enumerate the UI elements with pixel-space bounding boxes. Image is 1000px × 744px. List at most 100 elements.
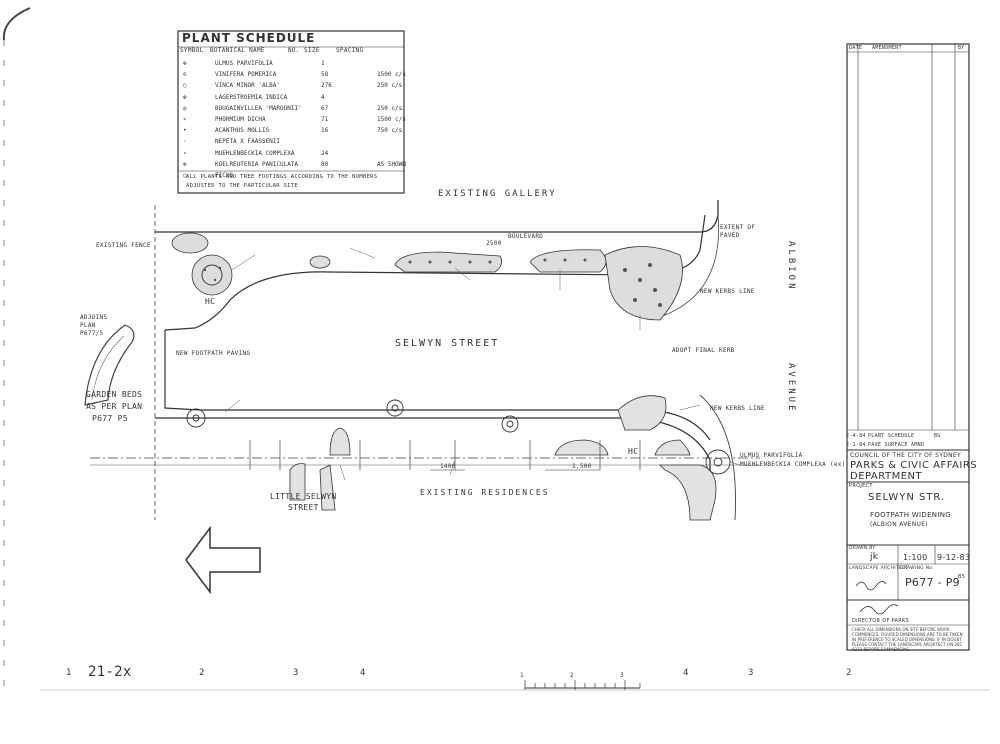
label-selwyn-street: SELWYN STREET [395,338,500,349]
label-adjoins-plan: PLAN [80,322,96,329]
schedule-spacing [374,92,430,103]
label-existing-residences: EXISTING RESIDENCES [420,488,550,497]
schedule-row: ○FICUS [180,170,430,181]
plant-schedule-frame [177,30,405,194]
schedule-symbol-icon: ⊕ [183,60,187,68]
schedule-size [346,114,374,125]
schedule-symbol-icon: ∗ [183,116,187,124]
schedule-header-symbol: SYMBOL [180,47,204,54]
label-muehlen: MUEHLENBECKIA COMPLEXA (ex) [740,461,846,468]
schedule-size [346,80,374,91]
schedule-quantity: 276 [321,82,332,90]
label-little-selwyn: LITTLE SELWYN [270,492,337,501]
scale-mark-1: 21-2x [88,664,132,680]
schedule-spacing: 750 c/s [377,127,403,135]
label-footpath-note-1: EXTENT OF [720,224,756,231]
label-little-selwyn-street: STREET [288,503,319,512]
schedule-symbol-icon: ∘ [183,149,187,157]
scale-mark-7: 3 [620,672,624,679]
schedule-size [346,159,374,170]
schedule-symbol-icon: ○ [183,82,187,90]
schedule-title: PLANT SCHEDULE [182,31,316,45]
amend-row-by: BG [934,433,941,439]
schedule-botanical-name: NEPETA X FAASSENII [215,138,281,146]
schedule-spacing: 1500 c/s [377,71,406,79]
schedule-size [346,69,374,80]
department-line-2: DEPARTMENT [850,471,923,482]
label-adjoins-ref: P677/5 [80,330,104,337]
drawing-scale: 1:100 [903,553,928,562]
scale-mark-9: 3 [748,668,754,678]
amend-row-date: 2-4-84 [846,433,866,439]
label-garden-beds-3: P677 P5 [92,414,128,423]
schedule-quantity: 24 [321,149,329,157]
scale-mark-0: 1 [66,668,72,678]
schedule-botanical-name: ULMUS PARVIFOLIA [215,60,273,68]
label-garden-beds-1: GARDEN BEDS [86,390,143,399]
drawing-number-label: DRAWING No [900,566,933,571]
director-label: DIRECTOR OF PARKS [852,618,910,624]
schedule-spacing [374,136,430,147]
label-boulevard: BOULEVARD [508,233,544,240]
schedule-spacing [374,148,430,159]
label-new-kerbs-1: NEW KERBS LINE [700,288,755,295]
drawn-by-label: DRAWN BY [849,546,876,551]
schedule-symbol-icon: ○ [183,171,187,179]
schedule-quantity: 58 [321,71,329,79]
schedule-quantity: 1 [321,60,325,68]
schedule-quantity: 67 [321,104,329,112]
title-block-note: CHECK ALL DIMENSIONS ON SITE BEFORE WORK… [852,627,963,652]
amend-row-text: PLANT SCHEDULE [868,433,915,439]
schedule-spacing: 250 c/s [377,82,403,90]
scale-mark-5: 1 [520,672,524,679]
schedule-size [346,125,374,136]
scale-mark-3: 3 [293,668,299,678]
schedule-quantity: 80 [321,160,329,168]
label-ulmus: ULMUS PARVIFOLIA [740,452,803,459]
label-footpath-note-2: PAVED [720,232,740,239]
schedule-botanical-name: VINIFERA POMERICA [215,71,277,79]
schedule-size [346,92,374,103]
council-name: COUNCIL OF THE CITY OF SYDNEY [850,452,961,459]
amend-col-date: DATE [849,45,863,51]
drawing-revision: B5 [958,574,966,580]
schedule-quantity: 16 [321,127,329,135]
label-albion: ALBION [786,241,796,292]
schedule-row: ⊕ ULMUS PARVIFOLIA 1 [180,58,430,69]
label-new-kerbs-2: NEW KERBS LINE [710,405,765,412]
schedule-size [346,103,374,114]
scale-mark-4: 4 [360,668,366,678]
schedule-botanical-name: PHORMIUM DICHA [215,116,266,124]
schedule-symbol-icon: ⊛ [183,93,187,101]
title-block-frame [846,43,970,651]
amend-row2-text: PAVE SURFACE AMND [868,442,925,448]
label-dim-1500: 1,500 [572,463,592,470]
schedule-symbol-icon: ◎ [183,104,187,112]
label-dim-2500: 2500 [486,240,502,247]
direction-arrow [185,525,261,595]
schedule-spacing: 1500 c/s [377,116,406,124]
schedule-symbol-icon: ◦ [183,138,187,146]
schedule-header-no: NO. [288,47,300,54]
label-hc-1: HC [205,297,216,306]
schedule-row: ∗ PHORMIUM DICHA 71 1500 c/s [180,114,430,125]
amend-row2-date: 2-1-84 [846,442,866,448]
scale-mark-6: 2 [570,672,574,679]
scale-mark-10: 2 [846,668,852,678]
schedule-quantity [318,136,346,147]
schedule-symbol-icon: ⊚ [183,160,187,168]
schedule-quantity: 71 [321,116,329,124]
label-hc-2: HC [628,447,639,456]
label-existing-gallery: EXISTING GALLERY [438,189,557,199]
label-dim-1400: 1400 [440,463,456,470]
scale-mark-2: 2 [199,668,205,678]
schedule-header-size: SIZE [304,47,320,54]
department-line-1: PARKS & CIVIC AFFAIRS [850,460,978,471]
schedule-size [346,148,374,159]
